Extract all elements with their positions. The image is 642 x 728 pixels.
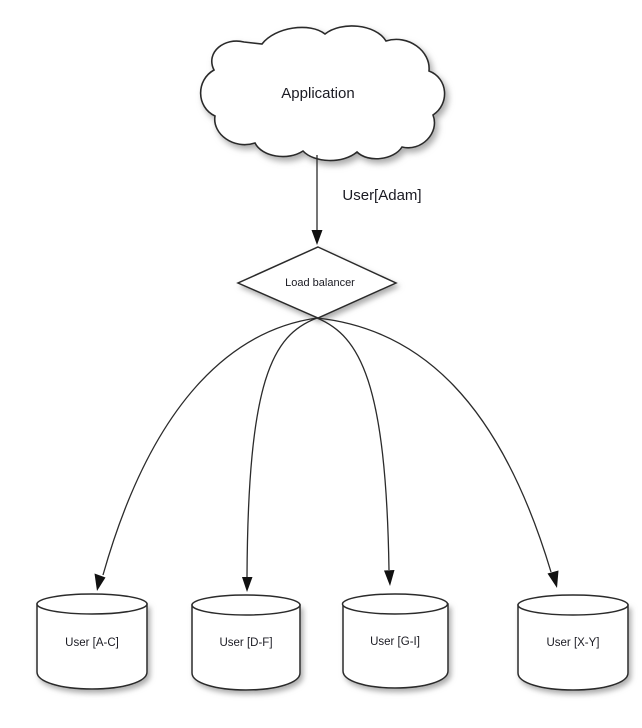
edge-curve-shard-1 <box>102 317 318 576</box>
node-shard-4[interactable]: User [X-Y] <box>517 594 629 691</box>
edge-group-lb-to-shards <box>94 317 559 592</box>
cylinder-body-3 <box>342 603 449 689</box>
shard-4-label: User [X-Y] <box>546 637 599 649</box>
load-balancer-label: Load balancer <box>285 277 355 289</box>
cylinder-body-2 <box>191 604 301 691</box>
node-application[interactable]: Application <box>199 25 446 162</box>
edge-label-user-adam: User[Adam] <box>342 187 421 204</box>
shard-2-label: User [D-F] <box>219 637 272 649</box>
node-shard-1[interactable]: User [A-C] <box>36 593 148 690</box>
cylinder-top-3 <box>341 593 449 615</box>
shard-3-label: User [G-I] <box>370 636 420 648</box>
cylinder-body-1 <box>36 603 148 690</box>
edge-curve-shard-2 <box>246 317 318 578</box>
cylinder-top-4 <box>517 594 629 616</box>
cylinder-body-4 <box>517 604 629 691</box>
edge-curve-shard-3 <box>316 317 390 571</box>
cloud-shape <box>199 25 446 162</box>
arrow-head-shard-1 <box>94 573 106 591</box>
arrow-head-app-lb <box>311 230 323 245</box>
edge-application-to-load-balancer: User[Adam] <box>311 155 422 245</box>
node-shard-2[interactable]: User [D-F] <box>191 594 301 691</box>
shard-1-label: User [A-C] <box>65 637 119 649</box>
application-label: Application <box>281 85 354 102</box>
node-load-balancer[interactable]: Load balancer <box>236 246 398 319</box>
edge-curve-shard-4 <box>316 317 552 573</box>
arrow-head-shard-3 <box>384 570 395 586</box>
cylinder-top-1 <box>36 593 148 615</box>
node-shard-3[interactable]: User [G-I] <box>341 593 449 689</box>
arrow-head-shard-4 <box>547 570 559 588</box>
cylinder-top-2 <box>191 594 301 616</box>
arrow-head-shard-2 <box>242 577 253 592</box>
